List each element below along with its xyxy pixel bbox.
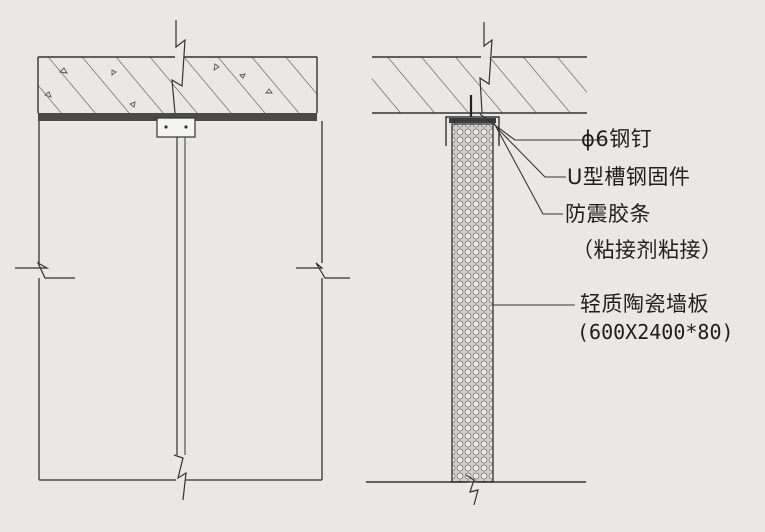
right-slab-break-line [479,22,493,114]
leader-seismic-strip [493,122,563,215]
leader-steel-nail [479,113,605,141]
left-seismic-strip [38,113,317,121]
label-seismic-strip: 防震胶条 [565,202,651,226]
right-bottom-break-line [465,474,479,506]
label-u-clip: U型槽钢固件 [567,165,691,189]
left-ceiling-slab [38,57,317,113]
leader-lines [479,113,605,306]
seismic-rubber-strip [449,118,496,123]
right-ceiling-slab [372,57,587,113]
right-section-view [366,22,605,506]
label-steel-nail: ϕ6钢钉 [581,127,653,151]
left-horizontal-break-right [296,262,350,279]
left-slab-break-line [171,20,186,114]
left-elevation-view [15,20,350,501]
label-seismic-strip-note: （粘接剂粘接） [572,238,723,262]
label-panel-name: 轻质陶瓷墙板 [580,292,709,316]
left-bottom-break-line [173,454,187,501]
leader-u-clip [495,126,566,178]
left-u-clip [156,117,196,138]
slab-aggregate-marks [44,63,273,108]
left-horizontal-break-left [15,261,75,279]
label-panel-size: (600X2400*80) [577,320,734,344]
